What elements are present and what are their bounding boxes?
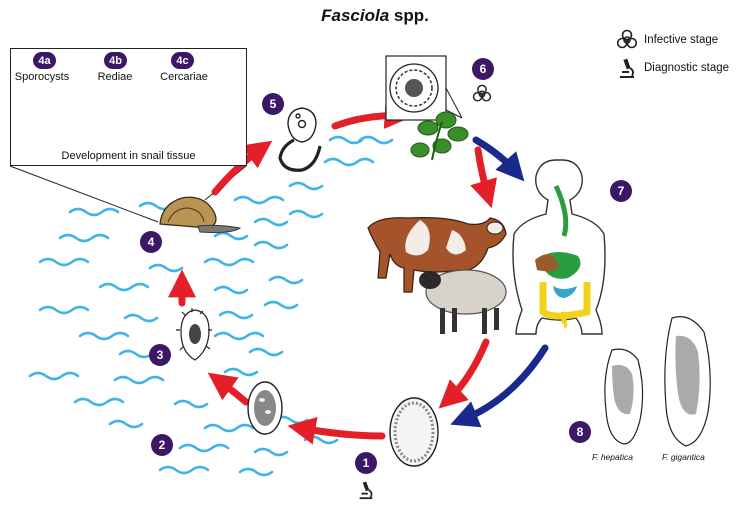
stage-badge-3: 3: [149, 344, 171, 366]
label-rediae: Rediae: [97, 71, 133, 83]
biohazard-icon: [616, 29, 638, 49]
species-label-hepatica: F. hepatica: [592, 452, 633, 462]
label-sporocysts: Sporocysts: [14, 71, 70, 83]
diagram-title: Fasciola spp.: [0, 6, 750, 26]
water-waves: [28, 135, 394, 477]
adult-flukes: [604, 316, 711, 447]
stage-badge-4: 4: [140, 231, 162, 253]
snail-box-caption: Development in snail tissue: [61, 150, 196, 162]
stage-badge-2: 2: [151, 434, 173, 456]
microscope-icon: [620, 58, 635, 78]
label-cercariae: Cercariae: [160, 71, 208, 83]
species-label-gigantica: F. gigantica: [662, 452, 705, 462]
stage-badge-4c: 4c: [171, 52, 194, 69]
embryonated-egg: [247, 381, 283, 435]
stage-badge-4b: 4b: [104, 52, 127, 69]
stage-badge-8: 8: [569, 421, 591, 443]
legend-infective-label: Infective stage: [644, 34, 719, 46]
title-suffix: spp.: [389, 6, 429, 25]
snail-drawing: [159, 196, 242, 233]
legend-diagnostic: Diagnostic stage: [616, 57, 729, 79]
watercress-plant: [410, 111, 469, 161]
sheep-drawing: [419, 269, 507, 334]
microscope-icon-stage1: [359, 481, 373, 500]
stage-badge-4a: 4a: [33, 52, 56, 69]
miracidium: [176, 308, 212, 361]
legend-diagnostic-label: Diagnostic stage: [644, 62, 730, 74]
metacercaria-callout: [385, 55, 463, 121]
stage-badge-1: 1: [355, 452, 377, 474]
biohazard-icon-stage6: [472, 84, 492, 102]
stage-badge-6: 6: [472, 58, 494, 80]
unembryonated-egg: [389, 397, 439, 467]
legend-infective: Infective stage: [616, 29, 718, 51]
stage-badge-5: 5: [262, 93, 284, 115]
stage-badge-7: 7: [610, 180, 632, 202]
cercaria-free-drawing: [278, 107, 322, 172]
title-genus: Fasciola: [321, 6, 390, 25]
cow-drawing: [367, 217, 507, 293]
human-torso: [512, 159, 606, 335]
blue-arrows: [450, 136, 549, 428]
